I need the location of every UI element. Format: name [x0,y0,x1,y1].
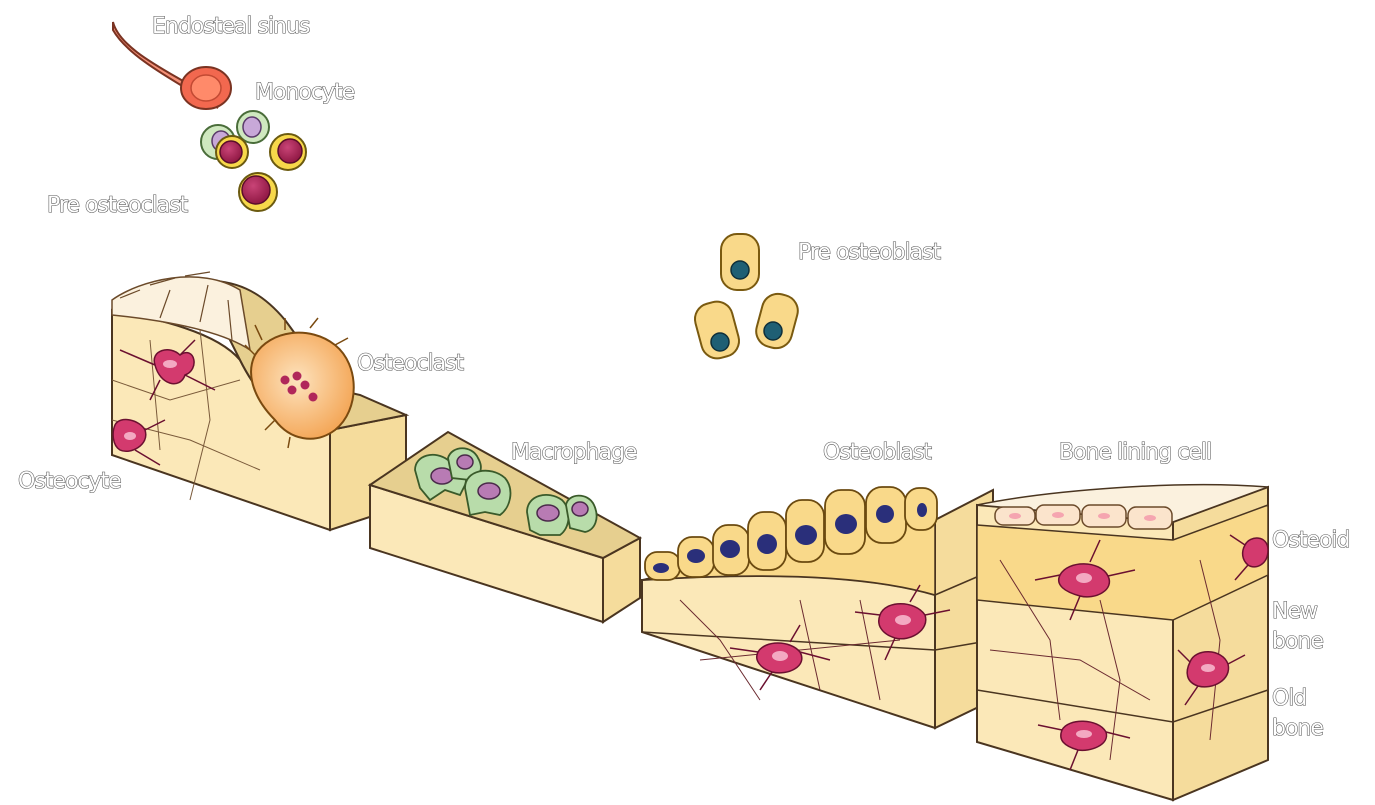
bone-block-reversal [367,430,643,624]
osteocyte-cell [1229,534,1269,581]
label-monocyte: Monocyte [255,80,355,105]
osteocyte-cell [1037,720,1131,771]
osteocyte-cell [1177,649,1246,706]
label-pre-osteoclast: Pre osteoclast [47,193,189,218]
endosteal-sinus [112,21,232,110]
osteocyte-cell [729,624,831,691]
label-pre-osteoblast: Pre osteoblast [798,240,942,265]
pre-osteoblast-cluster [693,233,799,360]
label-endosteal-sinus: Endosteal sinus [152,14,310,39]
osteocyte-cell [119,339,216,401]
osteoclast-cell [244,317,355,449]
label-osteocyte: Osteocyte [18,469,121,494]
label-osteoid: Osteoid [1272,528,1349,553]
macrophage-cell [464,469,512,517]
pre-osteoclast-cell [215,135,249,169]
pre-osteoblast-cell [755,292,799,350]
macrophage-cell [565,494,598,533]
pre-osteoblast-cell [720,233,760,291]
label-osteoblast: Osteoblast [823,440,932,465]
label-old-bone-line1: Old [1272,686,1306,711]
monocyte-cluster [200,110,307,212]
pre-osteoblast-cell [693,300,741,360]
pre-osteoclast-cell [269,133,307,171]
bone-lining-cell-row [994,504,1173,530]
osteoblast-row [644,486,938,581]
bone-block-resorption [111,271,410,532]
osteocyte-cell [854,584,951,661]
label-new-bone-line1: New [1272,599,1318,624]
label-macrophage: Macrophage [511,440,637,465]
macrophage-cell [526,494,570,536]
osteocyte-cell [112,418,166,466]
label-old-bone-line2: bone [1272,716,1323,741]
osteocyte-cell [1034,539,1136,621]
label-bone-lining-cell: Bone lining cell [1059,440,1211,465]
monocyte [236,110,270,144]
macrophage-cell [447,447,482,481]
bone-block-quiescent [976,483,1269,802]
label-new-bone-line2: bone [1272,629,1323,654]
pre-osteoclast-cell [238,172,278,212]
bone-block-formation [641,486,994,730]
label-osteoclast: Osteoclast [357,351,465,376]
